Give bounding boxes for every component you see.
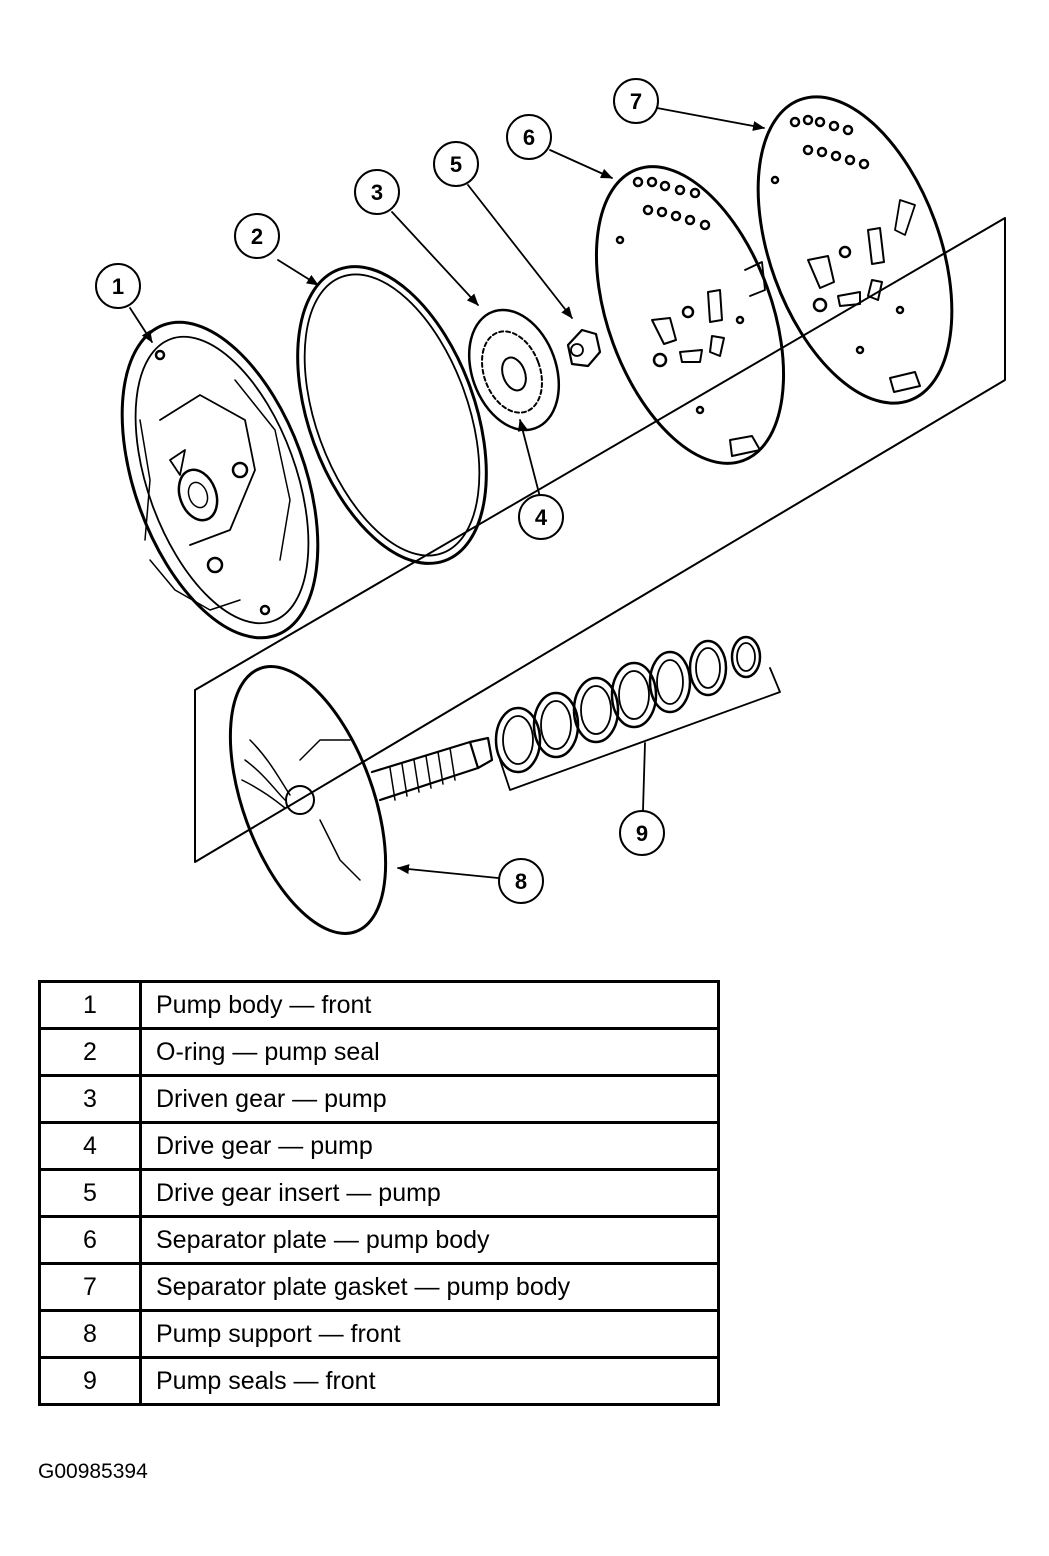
part-description: Pump seals — front <box>139 1356 720 1406</box>
part-number: 3 <box>38 1074 142 1124</box>
table-row: 5 Drive gear insert — pump <box>38 1168 720 1218</box>
parts-legend-table: 1 Pump body — front 2 O-ring — pump seal… <box>38 980 720 1406</box>
part-description: Driven gear — pump <box>139 1074 720 1124</box>
drive-gear-insert-pump-part <box>566 328 602 368</box>
pump-support-front-part <box>228 665 494 935</box>
callout-9: 9 <box>619 810 665 856</box>
exploded-view-diagram: 1 2 3 4 5 6 7 8 9 <box>95 78 1006 935</box>
part-number: 7 <box>38 1262 142 1312</box>
callout-7: 7 <box>613 78 659 124</box>
callout-6: 6 <box>506 114 552 160</box>
table-row: 3 Driven gear — pump <box>38 1074 720 1124</box>
part-number: 1 <box>38 980 142 1030</box>
part-number: 9 <box>38 1356 142 1406</box>
part-number: 6 <box>38 1215 142 1265</box>
separator-plate-pump-body-part <box>594 165 786 465</box>
svg-text:9: 9 <box>636 821 648 846</box>
part-description: O-ring — pump seal <box>139 1027 720 1077</box>
o-ring-pump-seal-part <box>296 265 488 565</box>
svg-text:2: 2 <box>251 224 263 249</box>
part-description: Separator plate — pump body <box>139 1215 720 1265</box>
part-number: 4 <box>38 1121 142 1171</box>
table-row: 6 Separator plate — pump body <box>38 1215 720 1265</box>
part-description: Drive gear — pump <box>139 1121 720 1171</box>
driven-gear-pump-part <box>467 308 561 432</box>
drive-gear-pump-part <box>481 330 543 414</box>
separator-plate-gasket-pump-body-part <box>756 95 954 405</box>
svg-text:6: 6 <box>523 125 535 150</box>
table-row: 1 Pump body — front <box>38 980 720 1030</box>
assembly-outline <box>194 217 1006 863</box>
pump-seals-front-part <box>494 635 781 811</box>
table-row: 8 Pump support — front <box>38 1309 720 1359</box>
callout-1: 1 <box>95 263 141 309</box>
figure-id: G00985394 <box>38 1460 148 1483</box>
part-number: 2 <box>38 1027 142 1077</box>
table-row: 2 O-ring — pump seal <box>38 1027 720 1077</box>
part-description: Pump support — front <box>139 1309 720 1359</box>
callout-4: 4 <box>518 494 564 540</box>
table-row: 7 Separator plate gasket — pump body <box>38 1262 720 1312</box>
pump-body-front-part <box>120 320 320 640</box>
svg-text:4: 4 <box>535 505 548 530</box>
part-number: 5 <box>38 1168 142 1218</box>
part-description: Pump body — front <box>139 980 720 1030</box>
svg-text:7: 7 <box>630 89 642 114</box>
svg-text:3: 3 <box>371 180 383 205</box>
callout-8: 8 <box>498 858 544 904</box>
callout-5: 5 <box>433 141 479 187</box>
leader-lines <box>129 107 765 879</box>
svg-text:5: 5 <box>450 152 462 177</box>
svg-text:8: 8 <box>515 869 527 894</box>
part-number: 8 <box>38 1309 142 1359</box>
part-description: Drive gear insert — pump <box>139 1168 720 1218</box>
callout-2: 2 <box>234 213 280 259</box>
part-description: Separator plate gasket — pump body <box>139 1262 720 1312</box>
table-row: 9 Pump seals — front <box>38 1356 720 1406</box>
svg-text:1: 1 <box>112 274 124 299</box>
callout-3: 3 <box>354 169 400 215</box>
table-row: 4 Drive gear — pump <box>38 1121 720 1171</box>
